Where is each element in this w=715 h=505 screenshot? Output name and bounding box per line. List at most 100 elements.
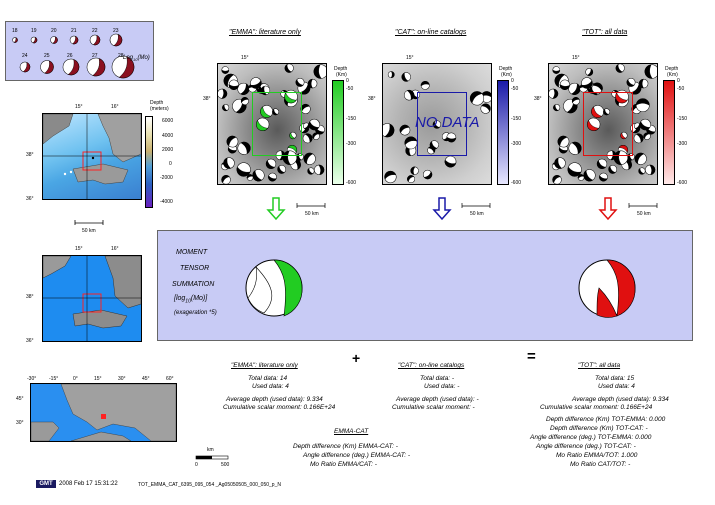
legend-beachball: [89, 34, 101, 46]
emma-depth-colorbar: [332, 80, 344, 185]
world-lat-tick: 30°: [16, 420, 24, 426]
focal-mechanism-icon: [557, 135, 570, 148]
stats-tot-mo-ratio-cat: Mo Ratio CAT/TOT: -: [570, 461, 631, 468]
focal-mechanism-icon: [469, 91, 485, 106]
footer-timestamp: 2008 Feb 17 15:31:22: [59, 481, 118, 487]
depth-colorbar-label: Depth: [334, 66, 348, 72]
legend-beachball: [12, 37, 18, 43]
focal-mechanism-icon: [272, 108, 279, 116]
focal-mechanism-icon: [420, 80, 430, 90]
depth-colorbar-tick: -150: [511, 116, 522, 122]
focal-mechanism-icon: [404, 136, 418, 150]
cat-down-arrow: [432, 197, 452, 221]
cat-map-panel: NO DATA: [382, 63, 492, 185]
focal-mechanism-icon: [313, 64, 326, 79]
focal-mechanism-icon: [403, 89, 415, 101]
tot-summed-beachball: [578, 259, 636, 318]
legend-unit-sub: 10: [133, 57, 138, 63]
emma-lat-tick: 38°: [203, 96, 211, 102]
depth-colorbar-tick: -300: [677, 141, 688, 147]
stats-emma-cat-title: EMMA-CAT: [334, 428, 369, 435]
world-scale-tick: 0: [195, 462, 198, 468]
world-land: [31, 384, 176, 441]
cat-depth-colorbar: [497, 80, 509, 185]
focal-mechanism-icon: [252, 169, 265, 182]
tot-down-arrow: [598, 197, 618, 221]
focal-mechanism-icon: [237, 141, 251, 155]
focal-mechanism-icon: [585, 68, 594, 76]
depth-colorbar-tick: -150: [677, 116, 688, 122]
world-lat-tick: 45°: [16, 396, 24, 402]
focal-mechanism-icon: [626, 77, 636, 87]
focal-mechanism-icon: [265, 158, 277, 170]
focal-mechanism-icon: [591, 105, 604, 118]
cat-scale-label: 50 km: [470, 211, 484, 217]
focal-mechanism-icon: [571, 97, 580, 106]
world-lon-tick: -15°: [49, 376, 59, 382]
stats-cat-avg-depth: Average depth (used data): -: [396, 396, 479, 403]
stats-cat-used: Used data: -: [424, 383, 460, 390]
stats-tot-depth-diff-emma: Depth difference (Km) TOT-EMMA: 0.000: [546, 416, 666, 423]
focal-mechanism-icon: [277, 165, 287, 174]
equals-sign: =: [527, 348, 536, 365]
focal-mechanism-icon: [599, 172, 608, 182]
magnitude-scale-legend: 18 19 20 21 22 23 24 25 26 27 28 Log10(M…: [5, 21, 154, 81]
legend-beachball: [111, 55, 135, 79]
legend-label: 19: [31, 28, 37, 34]
world-lon-tick: -30°: [27, 376, 37, 382]
focal-mechanism-icon: [268, 172, 277, 182]
topo-colorbar-tick: -2000: [160, 175, 173, 181]
regional-lat-tick: 36°: [26, 338, 34, 344]
tot-scale-bar: [628, 203, 658, 208]
focal-mechanism-icon: [300, 103, 311, 114]
depth-colorbar-tick: -600: [346, 180, 357, 186]
moment-tensor-summation-box: MOMENT TENSOR SUMMATION [log10(Mo)] (exa…: [157, 230, 693, 341]
focal-mechanism-icon: [559, 79, 571, 90]
legend-beachball: [30, 36, 38, 44]
depth-colorbar-tick: -50: [511, 86, 519, 92]
summation-unit-sub: 10: [185, 298, 191, 305]
plus-sign: +: [352, 350, 361, 366]
legend-unit-tail: (Mo): [137, 55, 150, 61]
world-scale-label: km: [207, 447, 214, 453]
focal-mechanism-icon: [427, 146, 436, 155]
world-scale-tick: 500: [221, 462, 230, 468]
focal-mechanism-icon: [591, 82, 603, 94]
topo-colorbar: [145, 116, 153, 208]
focal-mechanism-icon: [554, 157, 566, 169]
emma-summed-beachball: [245, 259, 303, 317]
emma-scale-label: 50 km: [305, 211, 319, 217]
depth-colorbar-tick: -50: [346, 86, 354, 92]
focal-mechanism-icon: [577, 174, 585, 181]
topo-colorbar-label: Depth: [150, 100, 164, 106]
focal-mechanism-icon: [581, 77, 593, 89]
depth-colorbar-tick: -600: [511, 180, 522, 186]
cat-lat-tick: 38°: [368, 96, 376, 102]
topo-colorbar-unit: (meters): [150, 106, 169, 112]
depth-colorbar-tick: -300: [346, 141, 357, 147]
focal-mechanism-icon: [221, 175, 231, 184]
stats-emma-avg-depth: Average depth (used data): 9.334: [226, 396, 323, 403]
legend-beachball: [62, 58, 80, 76]
panel-title-cat: "CAT": on-line catalogs: [395, 29, 467, 36]
emma-lon-tick: 15°: [241, 55, 249, 61]
depth-colorbar-tick: -600: [677, 180, 688, 186]
stats-emma-used: Used data: 4: [252, 383, 289, 390]
legend-label: 28: [118, 53, 124, 59]
focal-mechanism-icon: [553, 104, 561, 112]
focal-mechanism-icon: [615, 64, 625, 73]
legend-label: 18: [12, 28, 18, 34]
focal-mechanism-icon: [401, 72, 411, 82]
legend-unit: Log10(Mo): [123, 55, 150, 62]
topo-colorbar-tick: -4000: [160, 199, 173, 205]
no-data-label: NO DATA: [415, 114, 480, 131]
legend-label: 21: [71, 28, 77, 34]
world-scale-bar: [195, 455, 229, 460]
topo-colorbar-tick: 0: [169, 161, 172, 167]
emma-down-arrow: [266, 197, 286, 221]
tot-scale-label: 50 km: [637, 211, 651, 217]
cat-lon-tick: 15°: [406, 55, 414, 61]
stats-cat-total: Total data: -: [420, 375, 455, 382]
stats-tot-moment: Cumulative scalar moment: 0.166E+24: [540, 404, 653, 411]
cat-scale-bar: [461, 203, 491, 208]
